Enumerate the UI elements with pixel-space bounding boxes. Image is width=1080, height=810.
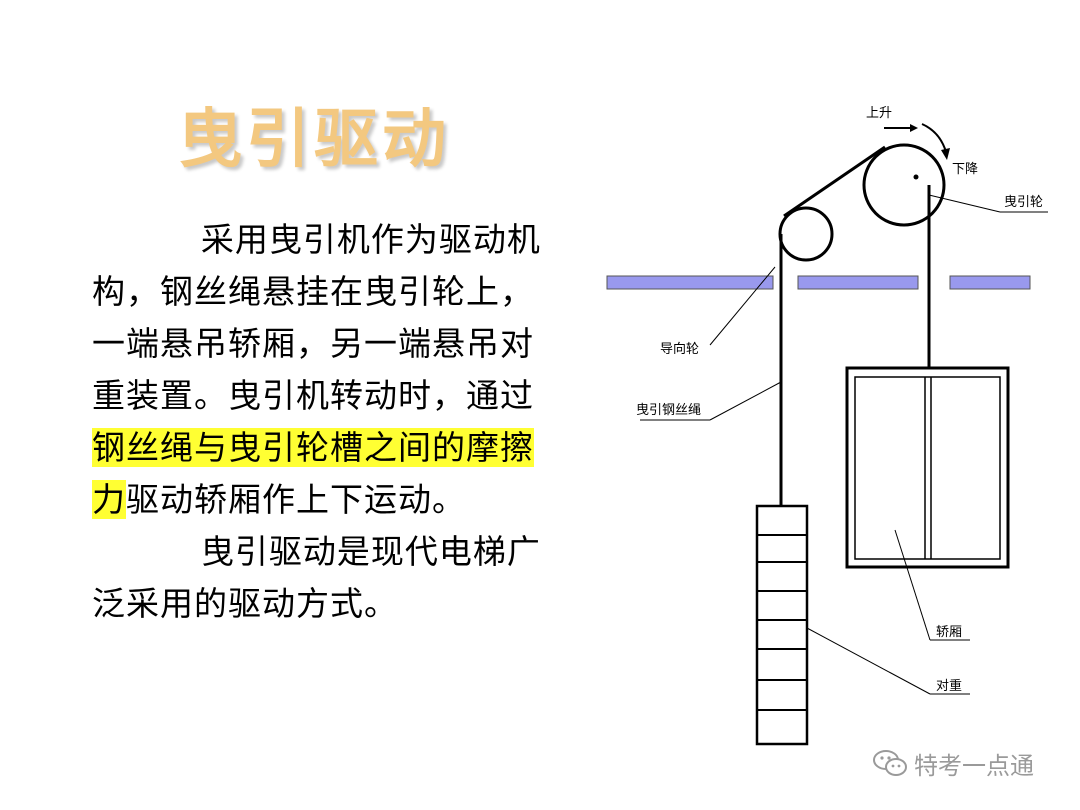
label-traction-sheave: 曳引轮	[1004, 195, 1043, 210]
counterweight	[755, 504, 809, 746]
label-down: 下降	[952, 162, 978, 177]
traction-sheave	[862, 143, 946, 227]
rope-top	[783, 145, 886, 218]
label-car: 轿厢	[936, 625, 962, 640]
floor-beam-left	[606, 275, 774, 290]
slide-title: 曳引驱动	[178, 103, 450, 177]
floor-beam-right	[949, 275, 1031, 290]
paragraph-1: 采用曳引机作为驱动机构，钢丝绳悬挂在曳引轮上，一端悬吊轿厢，另一端悬吊对重装置。…	[92, 214, 542, 526]
traction-sheave-hub	[913, 174, 919, 180]
wechat-icon	[873, 750, 907, 776]
up-arrow-head	[910, 124, 918, 132]
body-text: 采用曳引机作为驱动机构，钢丝绳悬挂在曳引轮上，一端悬吊轿厢，另一端悬吊对重装置。…	[92, 214, 542, 630]
label-counterweight: 对重	[936, 678, 962, 694]
floor-beam-middle	[797, 275, 919, 290]
label-up: 上升	[866, 106, 892, 121]
leader-lines	[640, 194, 1048, 695]
down-arrow-head	[941, 148, 950, 160]
counterweight-blocks	[757, 534, 807, 711]
label-guide-pulley: 导向轮	[660, 341, 699, 357]
paragraph-2: 曳引驱动是现代电梯广泛采用的驱动方式。	[92, 532, 541, 623]
watermark-text: 特考一点通	[914, 751, 1034, 780]
label-wire-rope: 曳引钢丝绳	[636, 403, 701, 418]
traction-diagram: 上升 下降 曳引轮 导向轮 曳引钢丝绳 轿厢 对重	[606, 106, 1048, 746]
paragraph-1-text: 采用曳引机作为驱动机构，钢丝绳悬挂在曳引轮上，一端悬吊轿厢，另一端悬吊对重装置。…	[92, 220, 541, 415]
watermark: 特考一点通	[872, 746, 1034, 780]
down-arrow	[921, 123, 947, 153]
paragraph-1-end: 驱动轿厢作上下运动。	[126, 480, 466, 519]
guide-pulley	[778, 206, 834, 262]
car-inner	[854, 376, 1001, 560]
car	[845, 366, 1010, 569]
